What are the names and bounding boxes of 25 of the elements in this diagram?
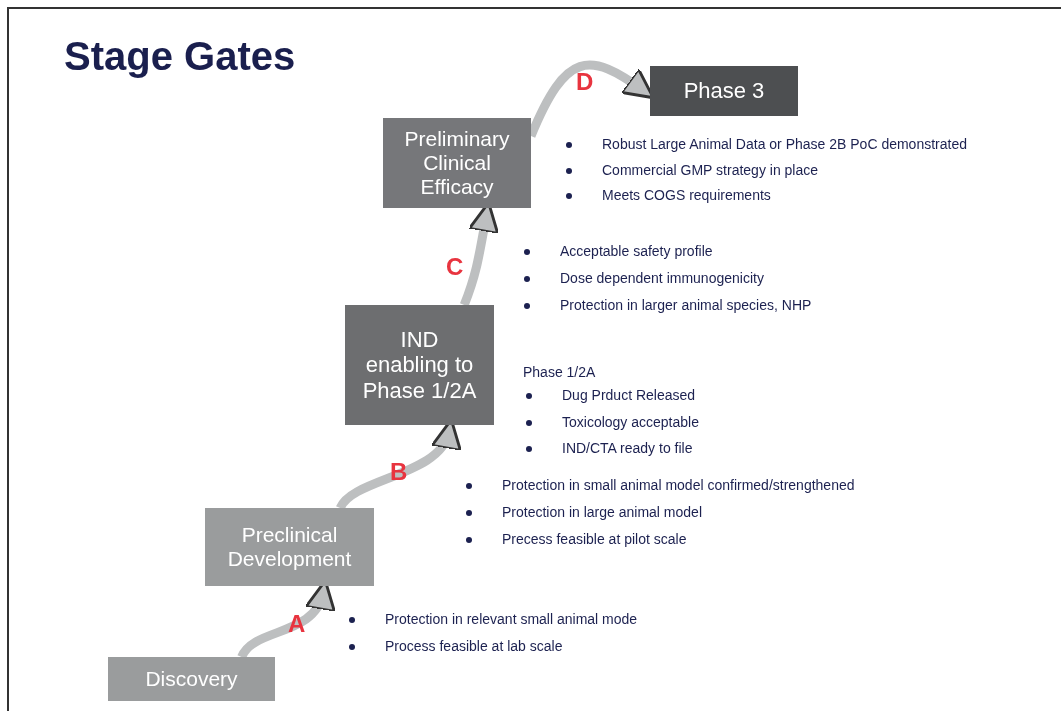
stage-box: IND enabling to Phase 1/2A [345, 305, 494, 425]
bullet-text: Protection in larger animal species, NHP [560, 296, 812, 315]
list-heading: Phase 1/2A [523, 363, 596, 382]
stage-box: Preclinical Development [205, 508, 374, 586]
edge-label: B [390, 460, 408, 484]
stage-box: Discovery [108, 657, 275, 701]
bullet-text: Dug Prduct Released [562, 386, 696, 405]
bullet-text: Toxicology acceptable [562, 413, 699, 432]
bullet-text: Acceptable safety profile [560, 242, 713, 261]
bullet-text: Commercial GMP strategy in place [602, 161, 819, 180]
bullet-text: Dose dependent immunogenicity [560, 269, 764, 288]
edge-label: D [576, 70, 594, 94]
stage-box: Preliminary Clinical Efficacy [383, 118, 531, 208]
edge-label: A [288, 612, 306, 636]
bullet-text: Meets COGS requirements [602, 186, 771, 205]
bullet-text: IND/CTA ready to file [562, 439, 693, 458]
bullet-text: Protection in small animal model confirmed/strengthened [502, 476, 855, 495]
edge-label: C [446, 255, 464, 279]
bullet-text: Process feasible at lab scale [385, 637, 563, 656]
bullet-text: Precess feasible at pilot scale [502, 530, 687, 549]
bullet-text: Robust Large Animal Data or Phase 2B PoC demonstrated [602, 135, 967, 154]
bullet-text: Protection in relevant small animal mode [385, 610, 638, 629]
bullet-text: Protection in large animal model [502, 503, 702, 522]
slide-title: Stage Gates [64, 36, 296, 76]
stage-box: Phase 3 [650, 66, 798, 116]
